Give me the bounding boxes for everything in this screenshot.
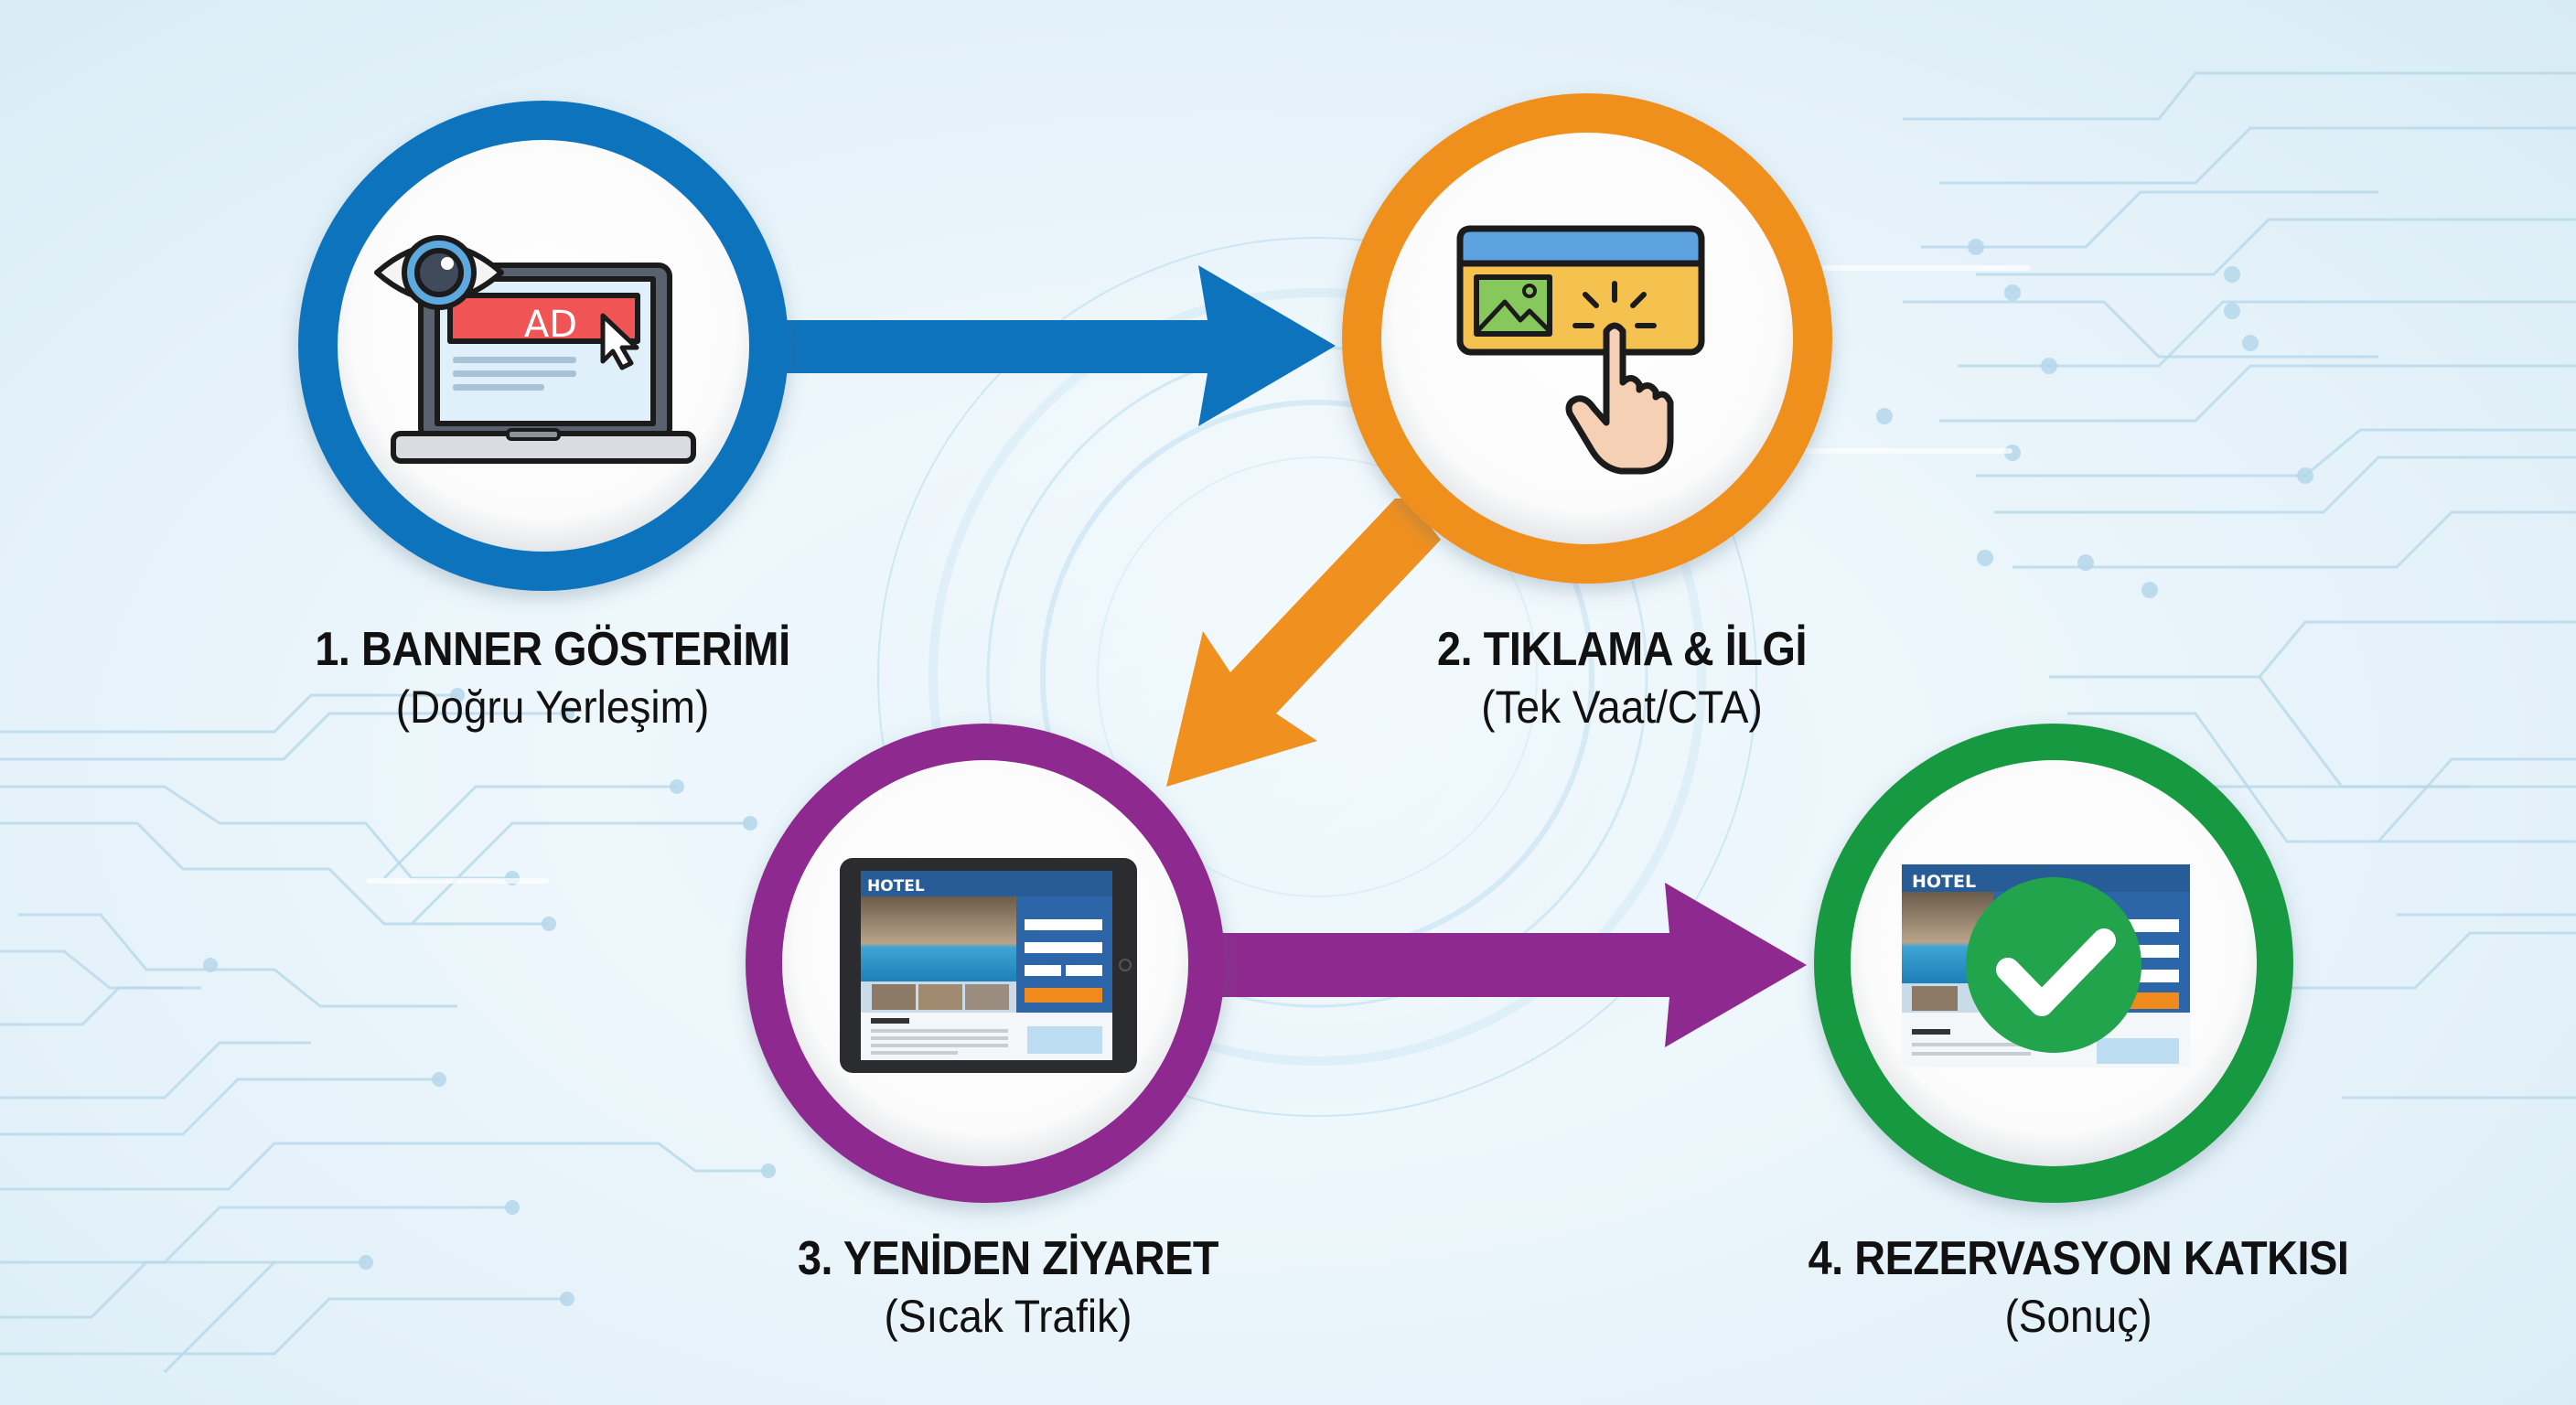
- hotel-site-checkmark-icon: [1902, 864, 2190, 1067]
- tablet-hotel-title: HOTEL: [867, 877, 925, 896]
- step1-title: 1. BANNER GÖSTERİMİ: [315, 623, 790, 676]
- arrow-step3-to-step4: [1208, 883, 1807, 1047]
- step3-title: 3. YENİDEN ZİYARET: [797, 1232, 1219, 1285]
- step1-subtitle: (Doğru Yerleşim): [395, 681, 710, 733]
- step3-label: 3. YENİDEN ZİYARET (Sıcak Trafik): [774, 1231, 1241, 1345]
- ad-label: AD: [524, 304, 577, 346]
- step2-title: 2. TIKLAMA & İLGİ: [1436, 623, 1808, 676]
- step2-label: 2. TIKLAMA & İLGİ (Tek Vaat/CTA): [1417, 622, 1828, 735]
- browser-click-hand-icon: [1456, 225, 1705, 475]
- step3-subtitle: (Sıcak Trafik): [884, 1291, 1132, 1342]
- step4-title: 4. REZERVASYON KATKISI: [1808, 1232, 2349, 1285]
- step4-subtitle: (Sonuç): [2004, 1291, 2152, 1342]
- site-hotel-title: HOTEL: [1912, 872, 1976, 892]
- arrow-step1-to-step2: [778, 265, 1336, 426]
- tablet-hotel-site-icon: [840, 858, 1137, 1073]
- arrow-step2-to-step3: [1166, 499, 1441, 787]
- step2-subtitle: (Tek Vaat/CTA): [1481, 681, 1763, 733]
- step1-label: 1. BANNER GÖSTERİMİ (Doğru Yerleşim): [289, 622, 817, 735]
- step4-label: 4. REZERVASYON KATKISI (Sonuç): [1778, 1231, 2378, 1345]
- laptop-eye-ad-icon: [374, 235, 696, 464]
